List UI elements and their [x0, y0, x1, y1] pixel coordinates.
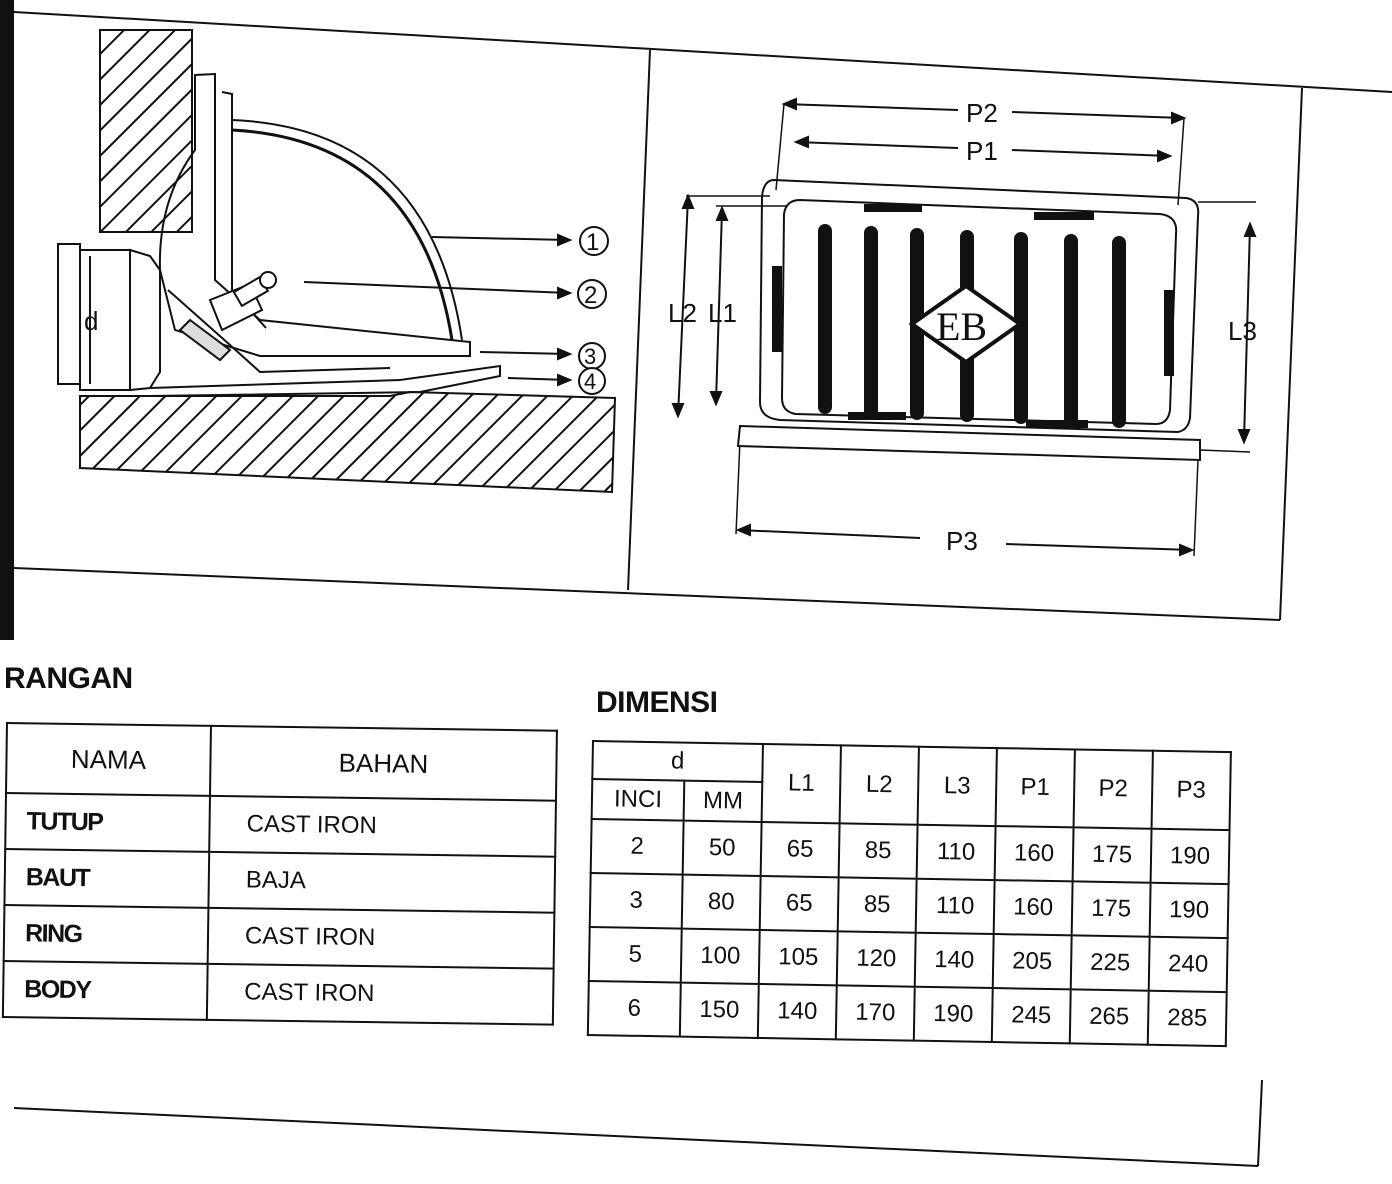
- cell-l3: 190: [913, 986, 993, 1043]
- cell-p1: 160: [994, 826, 1074, 882]
- cell-inci: 5: [588, 926, 682, 983]
- floor-slab-hatch: [79, 390, 617, 494]
- scan-edge: [0, 0, 14, 640]
- dimension-lines: [671, 97, 1257, 557]
- cell-p2: 225: [1070, 935, 1150, 991]
- cell-p3: 240: [1148, 936, 1228, 993]
- callout-1: 1: [586, 229, 599, 256]
- table-row: BAUT BAJA: [4, 849, 556, 913]
- technical-drawings: d: [0, 0, 1392, 640]
- material-name: RING: [3, 904, 209, 964]
- brand-logo: EB: [908, 283, 1024, 365]
- bolt: [178, 271, 277, 362]
- callout-2: 2: [584, 282, 597, 309]
- header-p2: P2: [1073, 749, 1153, 829]
- frame-lines: [13, 11, 1392, 621]
- dim-label-p2: P2: [966, 98, 998, 128]
- cell-l3: 140: [914, 932, 994, 989]
- header-p1: P1: [995, 748, 1075, 828]
- material-name: BODY: [2, 960, 208, 1020]
- cell-inci: 2: [590, 819, 684, 875]
- cell-mm: 50: [682, 820, 762, 876]
- header-l2: L2: [839, 745, 919, 825]
- material-name: BAUT: [4, 849, 210, 908]
- cell-mm: 100: [680, 928, 760, 984]
- upper-wall-hatch: [99, 29, 193, 233]
- header-mm: MM: [683, 780, 763, 822]
- cell-p1: 245: [991, 988, 1071, 1044]
- cell-mm: 80: [681, 874, 761, 930]
- plan-view-drawing: P2 P1 P3 L2 L1 L3: [668, 97, 1257, 557]
- callout-3: 3: [584, 344, 596, 369]
- cover-arc-inner: [231, 119, 463, 341]
- dim-label-l2: L2: [668, 298, 697, 328]
- cell-p2: 265: [1069, 989, 1149, 1045]
- materials-title: RANGAN: [4, 662, 133, 695]
- materials-header-row: NAMA BAHAN: [6, 723, 557, 801]
- cell-l3: 110: [916, 824, 996, 881]
- callout-leaders: [303, 233, 573, 387]
- cell-p3: 285: [1147, 990, 1227, 1047]
- header-bahan: BAHAN: [209, 725, 557, 801]
- header-d: d: [592, 741, 764, 782]
- dim-label-p1: P1: [966, 136, 998, 166]
- cell-l1: 65: [759, 875, 839, 932]
- cell-l2: 85: [837, 877, 917, 933]
- table-row: RING CAST IRON: [3, 904, 555, 969]
- grating-handles: [772, 204, 1174, 428]
- dimensions-title: DIMENSI: [596, 686, 718, 719]
- header-nama: NAMA: [6, 723, 211, 796]
- material-bahan: CAST IRON: [206, 963, 554, 1025]
- dimensions-table: d L1 L2 L3 P1 P2 P3 INCI MM 2 50 65 85 1…: [587, 740, 1232, 1047]
- header-l1: L1: [761, 743, 841, 824]
- cell-mm: 150: [679, 982, 759, 1038]
- cell-l1: 140: [757, 983, 837, 1040]
- cell-l2: 170: [835, 985, 915, 1041]
- header-inci: INCI: [591, 779, 685, 821]
- dim-label-l3: L3: [1228, 316, 1257, 346]
- callout-markers: 1 2 3 4: [577, 226, 609, 395]
- cell-p1: 205: [992, 934, 1072, 990]
- cell-p2: 175: [1072, 827, 1152, 883]
- cell-inci: 3: [589, 872, 683, 929]
- cell-p3: 190: [1149, 882, 1229, 939]
- table-row: 6 150 140 170 190 245 265 285: [587, 980, 1227, 1047]
- material-bahan: BAJA: [208, 851, 556, 913]
- callout-4: 4: [584, 369, 596, 394]
- header-p3: P3: [1151, 750, 1231, 831]
- grating-frame: [736, 178, 1201, 462]
- material-bahan: CAST IRON: [209, 795, 556, 857]
- table-row: BODY CAST IRON: [2, 960, 554, 1025]
- cover-arc: [231, 128, 454, 341]
- cross-section-drawing: d: [57, 29, 617, 494]
- cell-inci: 6: [587, 980, 681, 1037]
- cell-l1: 65: [760, 821, 840, 878]
- cell-l2: 120: [836, 931, 916, 987]
- cell-l1: 105: [758, 929, 838, 986]
- header-l3: L3: [917, 746, 997, 827]
- materials-table: NAMA BAHAN TUTUP CAST IRON BAUT BAJA RIN…: [2, 722, 558, 1026]
- logo-text: EB: [936, 304, 987, 349]
- cell-l3: 110: [915, 878, 995, 935]
- cell-p2: 175: [1071, 881, 1151, 937]
- cell-l2: 85: [838, 823, 918, 879]
- cell-p1: 160: [993, 880, 1073, 936]
- dim-label-p3: P3: [946, 526, 978, 556]
- bottom-frame: [13, 1080, 1263, 1167]
- material-name: TUTUP: [5, 793, 210, 852]
- pipe-outlet: [57, 243, 161, 392]
- cell-p3: 190: [1150, 828, 1230, 885]
- dim-label-l1: L1: [708, 298, 737, 328]
- table-row: TUTUP CAST IRON: [5, 793, 556, 857]
- diameter-label: d: [84, 306, 98, 336]
- material-bahan: CAST IRON: [207, 907, 555, 969]
